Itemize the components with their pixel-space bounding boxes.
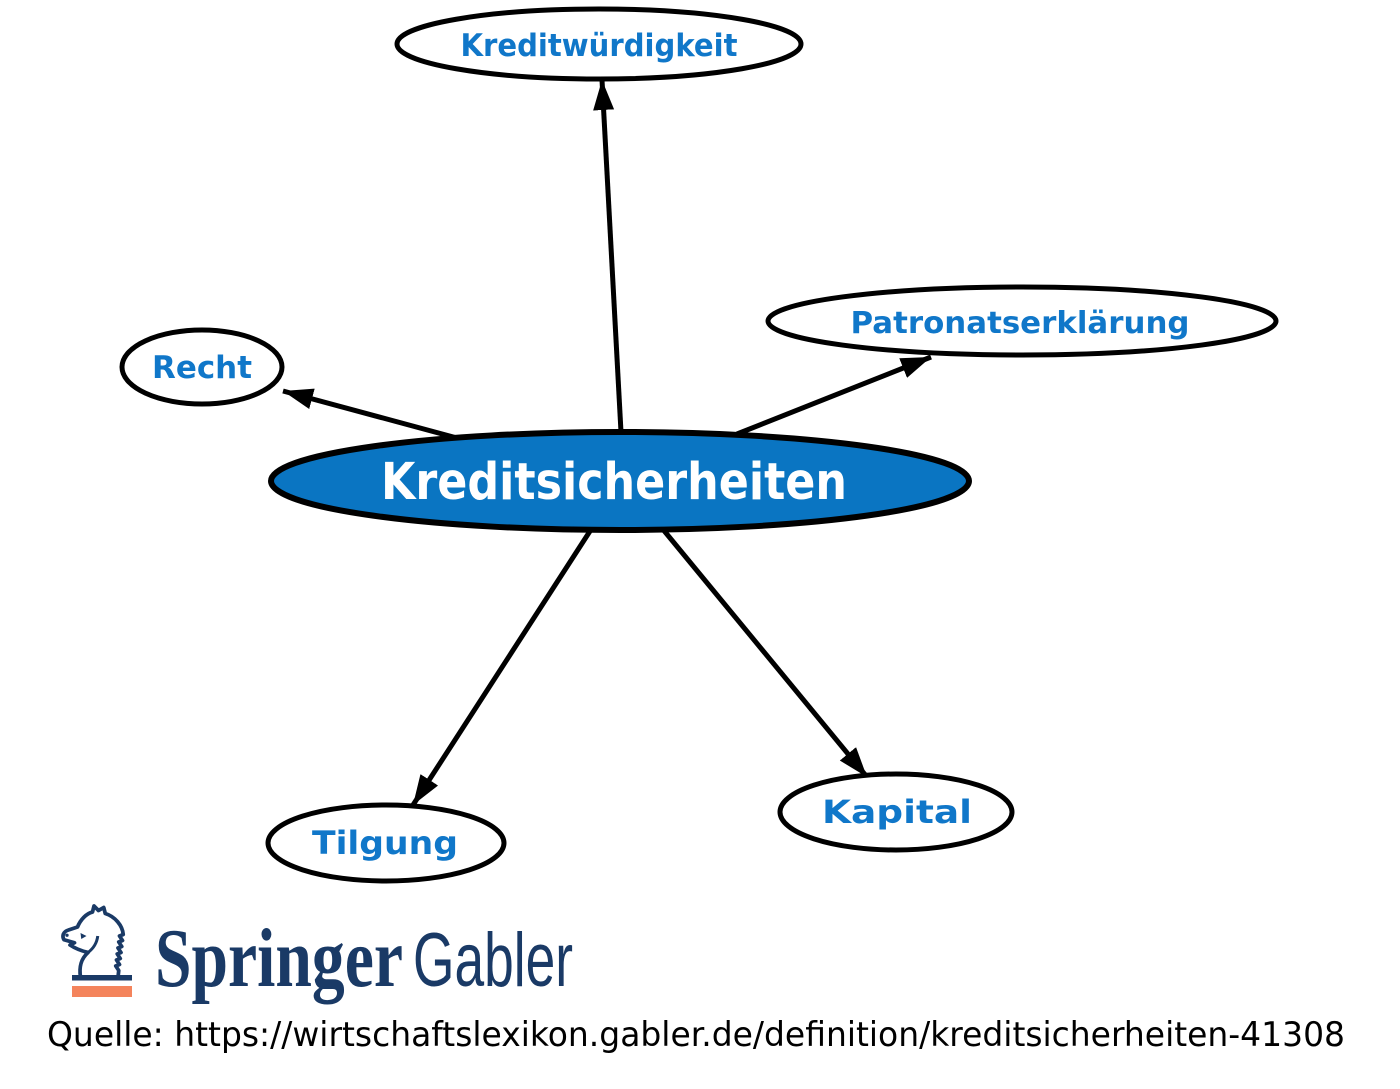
center-node: Kreditsicherheiten <box>268 429 972 533</box>
logo-orange-underline <box>72 986 132 997</box>
node-ellipse-kapital <box>777 771 1015 853</box>
horse-cheek-line <box>87 935 100 954</box>
springer-horse-icon <box>61 904 126 980</box>
horse-nostril <box>65 933 69 937</box>
node-label-kreditsicherheiten: Kreditsicherheiten <box>381 453 847 512</box>
edge-to-kapital <box>659 525 869 779</box>
node-ellipse-recht <box>119 327 285 407</box>
node-label-kapital: Kapital <box>822 793 972 831</box>
satellite-nodes: Kreditwürdigkeit Patronatserklärung Rech… <box>119 6 1279 884</box>
node-label-kreditwuerdigkeit: Kreditwürdigkeit <box>461 28 738 64</box>
edge-to-tilgung <box>410 526 595 807</box>
edge-to-kreditwuerdigkeit <box>593 79 624 433</box>
node-ellipse-tilgung <box>265 802 507 884</box>
node-ellipse-kreditwuerdigkeit <box>394 6 804 82</box>
node-ellipse-patronatserklaerung <box>765 284 1279 358</box>
logo-springer-text: Springer <box>155 912 403 1005</box>
node-label-recht: Recht <box>152 350 252 386</box>
node-label-tilgung: Tilgung <box>312 824 458 862</box>
node-ellipse-kreditsicherheiten <box>268 429 972 533</box>
edge-to-recht <box>282 388 458 441</box>
logo-base-line <box>72 975 132 981</box>
edges <box>282 79 932 807</box>
horse-eye <box>80 933 87 939</box>
logo-gabler-text: Gabler <box>413 918 573 1003</box>
source-attribution: Quelle: https://wirtschaftslexikon.gable… <box>47 1015 1345 1055</box>
node-label-patronatserklaerung: Patronatserklärung <box>851 306 1190 341</box>
springer-gabler-logo: Springer Gabler <box>61 904 573 1005</box>
edge-to-patronatserklaerung <box>736 354 932 437</box>
